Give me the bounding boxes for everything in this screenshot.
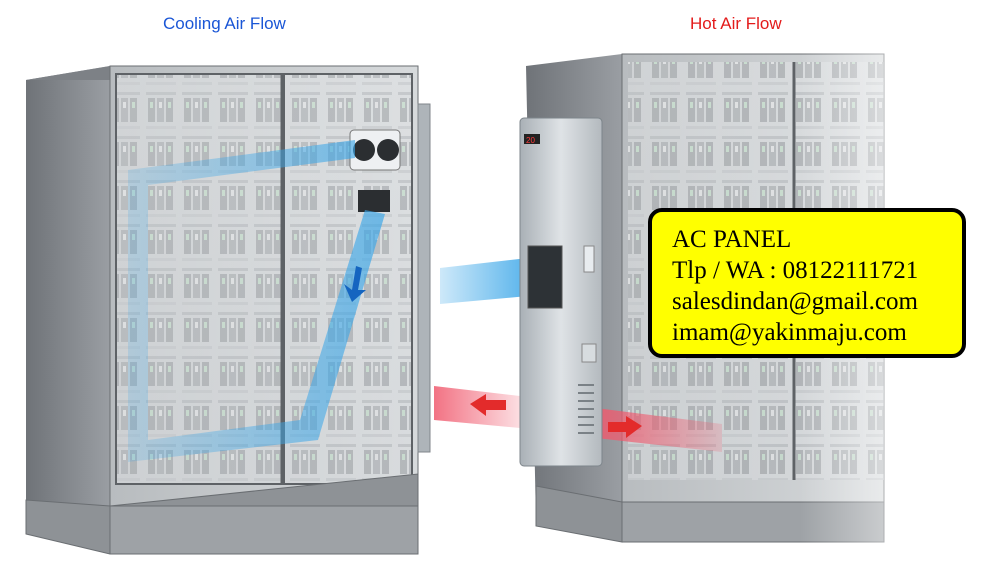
info-phone: Tlp / WA : 08122111721	[672, 257, 919, 284]
hot-arrow-right-icon	[608, 416, 642, 438]
hot-air-flow-caption: Hot Air Flow	[690, 14, 782, 33]
contact-info-box: AC PANEL Tlp / WA : 08122111721 salesdin…	[648, 208, 966, 358]
ac-display	[524, 134, 540, 144]
info-email-sales: salesdindan@gmail.com	[672, 288, 918, 315]
left-cabinet	[25, 65, 431, 555]
info-title: AC PANEL	[672, 226, 792, 253]
hot-arrow-left-icon	[470, 394, 506, 416]
cool-air-inlet	[440, 258, 528, 304]
left-cabinet-plinth	[109, 505, 419, 555]
info-email-imam: imam@yakinmaju.com	[672, 319, 907, 346]
ac-unit: 20	[519, 117, 603, 467]
left-side-unit	[417, 103, 431, 453]
cooling-air-flow-caption: Cooling Air Flow	[163, 14, 286, 33]
ac-vent-slots	[578, 384, 594, 434]
vent-grille	[358, 190, 390, 212]
ac-display-readout: 20	[526, 136, 535, 145]
cool-arrow-icon	[344, 266, 366, 302]
ac-grille	[527, 245, 563, 309]
left-cabinet-side	[26, 66, 110, 554]
cool-air-path	[128, 140, 385, 462]
